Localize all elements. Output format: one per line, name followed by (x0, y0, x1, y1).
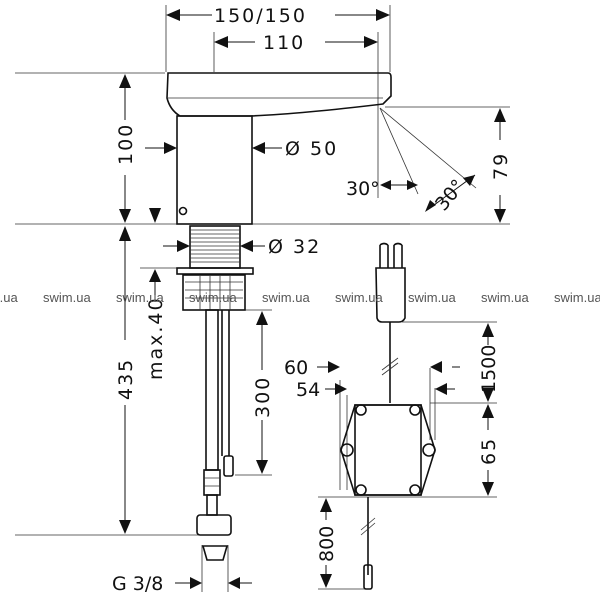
dim-spray-angle-1: 30° (346, 178, 380, 200)
dim-spray-angle-2: 30° (431, 175, 470, 215)
watermark: swim.ua (43, 290, 91, 305)
screw-icons (340, 404, 436, 496)
watermark: swim.ua (189, 290, 237, 305)
sensor-dot (178, 206, 188, 216)
filter (201, 545, 229, 561)
supply-hose (205, 309, 219, 471)
watermark: swim.ua (554, 290, 600, 305)
fitting-nut (196, 514, 232, 536)
dim-box-height: 65 (478, 437, 500, 465)
dim-cable-length: 1500 (478, 345, 500, 393)
dim-overall-width: 150/150 (214, 5, 307, 27)
sensor-connector (363, 564, 373, 590)
watermark: swim.ua (0, 290, 18, 305)
body-column (176, 115, 253, 225)
dim-spout-reach: 110 (263, 32, 305, 54)
dim-box-width-inner: 54 (296, 379, 320, 401)
dim-spout-clearance: 79 (490, 152, 512, 180)
dim-max-deck: max.40 (145, 296, 167, 380)
watermark: swim.ua (116, 290, 164, 305)
mounting-nut (176, 267, 254, 275)
watermarks: swim.ua swim.ua swim.ua swim.ua swim.ua … (0, 290, 600, 305)
watermark: swim.ua (481, 290, 529, 305)
watermark: swim.ua (335, 290, 383, 305)
dim-box-width-outer: 60 (284, 357, 308, 379)
dim-body-height: 100 (115, 123, 137, 165)
dim-body-diameter: Ø 50 (285, 138, 338, 160)
dim-sensor-cable: 800 (316, 526, 338, 562)
dim-connection: G 3/8 (112, 573, 163, 595)
power-plug (375, 267, 406, 323)
watermark: swim.ua (408, 290, 456, 305)
dim-hose-length: 300 (252, 376, 274, 418)
spout (166, 72, 392, 117)
hose-connector (223, 455, 234, 477)
control-box (340, 242, 436, 590)
dim-shank-diameter: Ø 32 (268, 236, 321, 258)
faucet (166, 72, 392, 561)
watermark: swim.ua (262, 290, 310, 305)
arrowheads (119, 9, 506, 589)
dim-total-depth: 435 (115, 358, 137, 400)
